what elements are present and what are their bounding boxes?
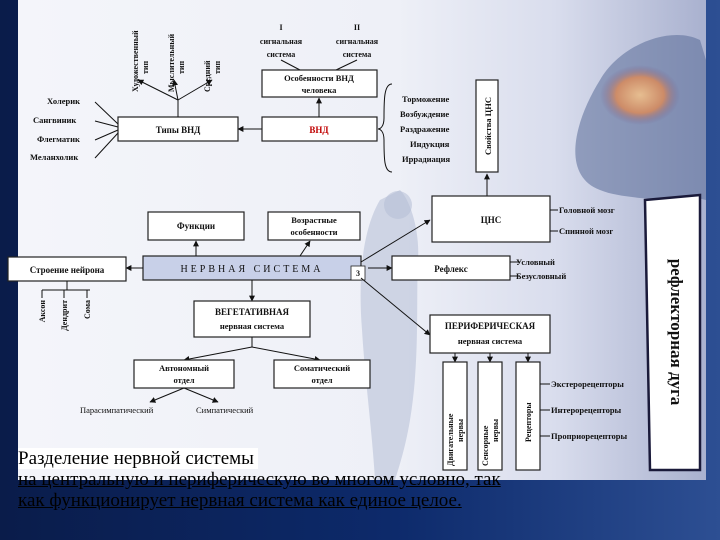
temperament-sanguine: Сангвиник [33, 115, 76, 125]
neuron-structure-label: Строение нейрона [30, 265, 105, 275]
cns-property-excitation: Возбуждение [400, 109, 449, 119]
type-label-middle: Средний [203, 60, 212, 92]
autonomic-box [133, 359, 235, 389]
signal-system-1-num: I [279, 23, 282, 32]
cns-properties-label: Свойства ЦНС [483, 97, 493, 155]
somatic-l2: отдел [311, 375, 332, 385]
sensory-nerves-l2: нервы [491, 418, 500, 442]
vnd-label: ВНД [309, 125, 329, 135]
peripheral-l1: ПЕРИФЕРИЧЕСКАЯ [445, 321, 536, 331]
type-label-thinking: Мыслительный [167, 34, 176, 93]
cns-property-induction: Индукция [410, 139, 450, 149]
cns-label: ЦНС [481, 215, 502, 225]
temperament-phlegmatic: Флегматик [37, 134, 80, 144]
neuron-structure-box [7, 256, 127, 282]
vegetative-l2: нервная система [220, 321, 285, 331]
types-vnd-box [117, 116, 239, 142]
sensory-nerves-box [477, 361, 503, 471]
cns-brain-label: Головной мозг [559, 205, 615, 215]
age-features-box [267, 211, 361, 241]
motor-nerves-box [442, 361, 468, 471]
cns-property-irritation: Раздражение [400, 124, 450, 134]
cns-properties-box [475, 79, 499, 173]
reflex-unconditioned: Безусловный [516, 271, 566, 281]
type-label-artistic-2: тип [141, 60, 150, 74]
signal-system-2-l2: система [343, 50, 372, 59]
type-label-thinking-2: тип [177, 60, 186, 74]
cns-property-irradiation: Иррадиация [402, 154, 451, 164]
reflex-conditioned: Условный [516, 257, 555, 267]
temperament-choleric: Холерик [47, 96, 80, 106]
signal-system-2-l1: сигнальная [336, 37, 379, 46]
motor-nerves-l1: Двигательные [446, 413, 455, 466]
nervous-system-label: НЕРВНАЯ СИСТЕМА [180, 264, 323, 275]
cns-spinal-cord-label: Спинной мозг [559, 226, 613, 236]
somatic-l1: Соматический [294, 363, 350, 373]
age-features-l2: особенности [290, 227, 337, 237]
proprioreceptors-label: Проприорецепторы [551, 431, 627, 441]
exteroreceptors-label: Экстерорецепторы [551, 379, 624, 389]
reflex-arc-banner [643, 193, 702, 472]
badge-3-label: 3 [356, 269, 360, 278]
vnd-features-l1: Особенности ВНД [284, 73, 354, 83]
sensory-nerves-l1: Сенсорные [481, 425, 490, 466]
reflex-arc-label: рефлекторная дуга [667, 259, 686, 406]
vegetative-box [193, 300, 311, 338]
signal-system-1-l1: сигнальная [260, 37, 303, 46]
autonomic-l2: отдел [173, 375, 194, 385]
somatic-box [273, 359, 371, 389]
functions-box [147, 211, 245, 241]
sympathetic-label: Симпатический [196, 405, 254, 415]
signal-system-1-l2: система [267, 50, 296, 59]
neuron-part-dendrite: Дендрит [60, 300, 69, 331]
receptors-box [515, 361, 541, 471]
temperament-melancholic: Меланхолик [30, 152, 78, 162]
caption: Разделение нервной системы на центральну… [18, 448, 698, 511]
functions-label: Функции [177, 221, 215, 231]
types-vnd-label: Типы ВНД [156, 125, 201, 135]
reflex-label: Рефлекс [434, 264, 468, 274]
caption-line-2: на центральную и периферическую во много… [18, 469, 501, 490]
caption-line-1: Разделение нервной системы [18, 448, 258, 469]
interoreceptors-label: Интерорецепторы [551, 405, 622, 415]
vnd-features-l2: человека [302, 85, 338, 95]
type-label-artistic: Художественный [131, 30, 140, 92]
badge-3-box [350, 265, 366, 281]
vnd-features-box [261, 69, 378, 98]
receptors-label: Рецепторы [524, 402, 533, 442]
motor-nerves-l2: нервы [456, 418, 465, 442]
cns-property-inhibition: Торможение [402, 94, 449, 104]
peripheral-l2: нервная система [458, 336, 523, 346]
type-label-middle-2: тип [213, 60, 222, 74]
cns-box [431, 195, 551, 243]
neuron-part-axon: Аксон [38, 300, 47, 323]
vegetative-l1: ВЕГЕТАТИВНАЯ [215, 307, 290, 317]
autonomic-l1: Автономный [159, 363, 209, 373]
age-features-l1: Возрастные [291, 215, 337, 225]
reflex-box [391, 255, 511, 281]
parasympathetic-label: Парасимпатический [80, 405, 154, 415]
neuron-part-soma: Сома [83, 300, 92, 319]
signal-system-2-num: II [354, 23, 360, 32]
caption-line-3: как функционирует нервная система как ед… [18, 490, 462, 511]
